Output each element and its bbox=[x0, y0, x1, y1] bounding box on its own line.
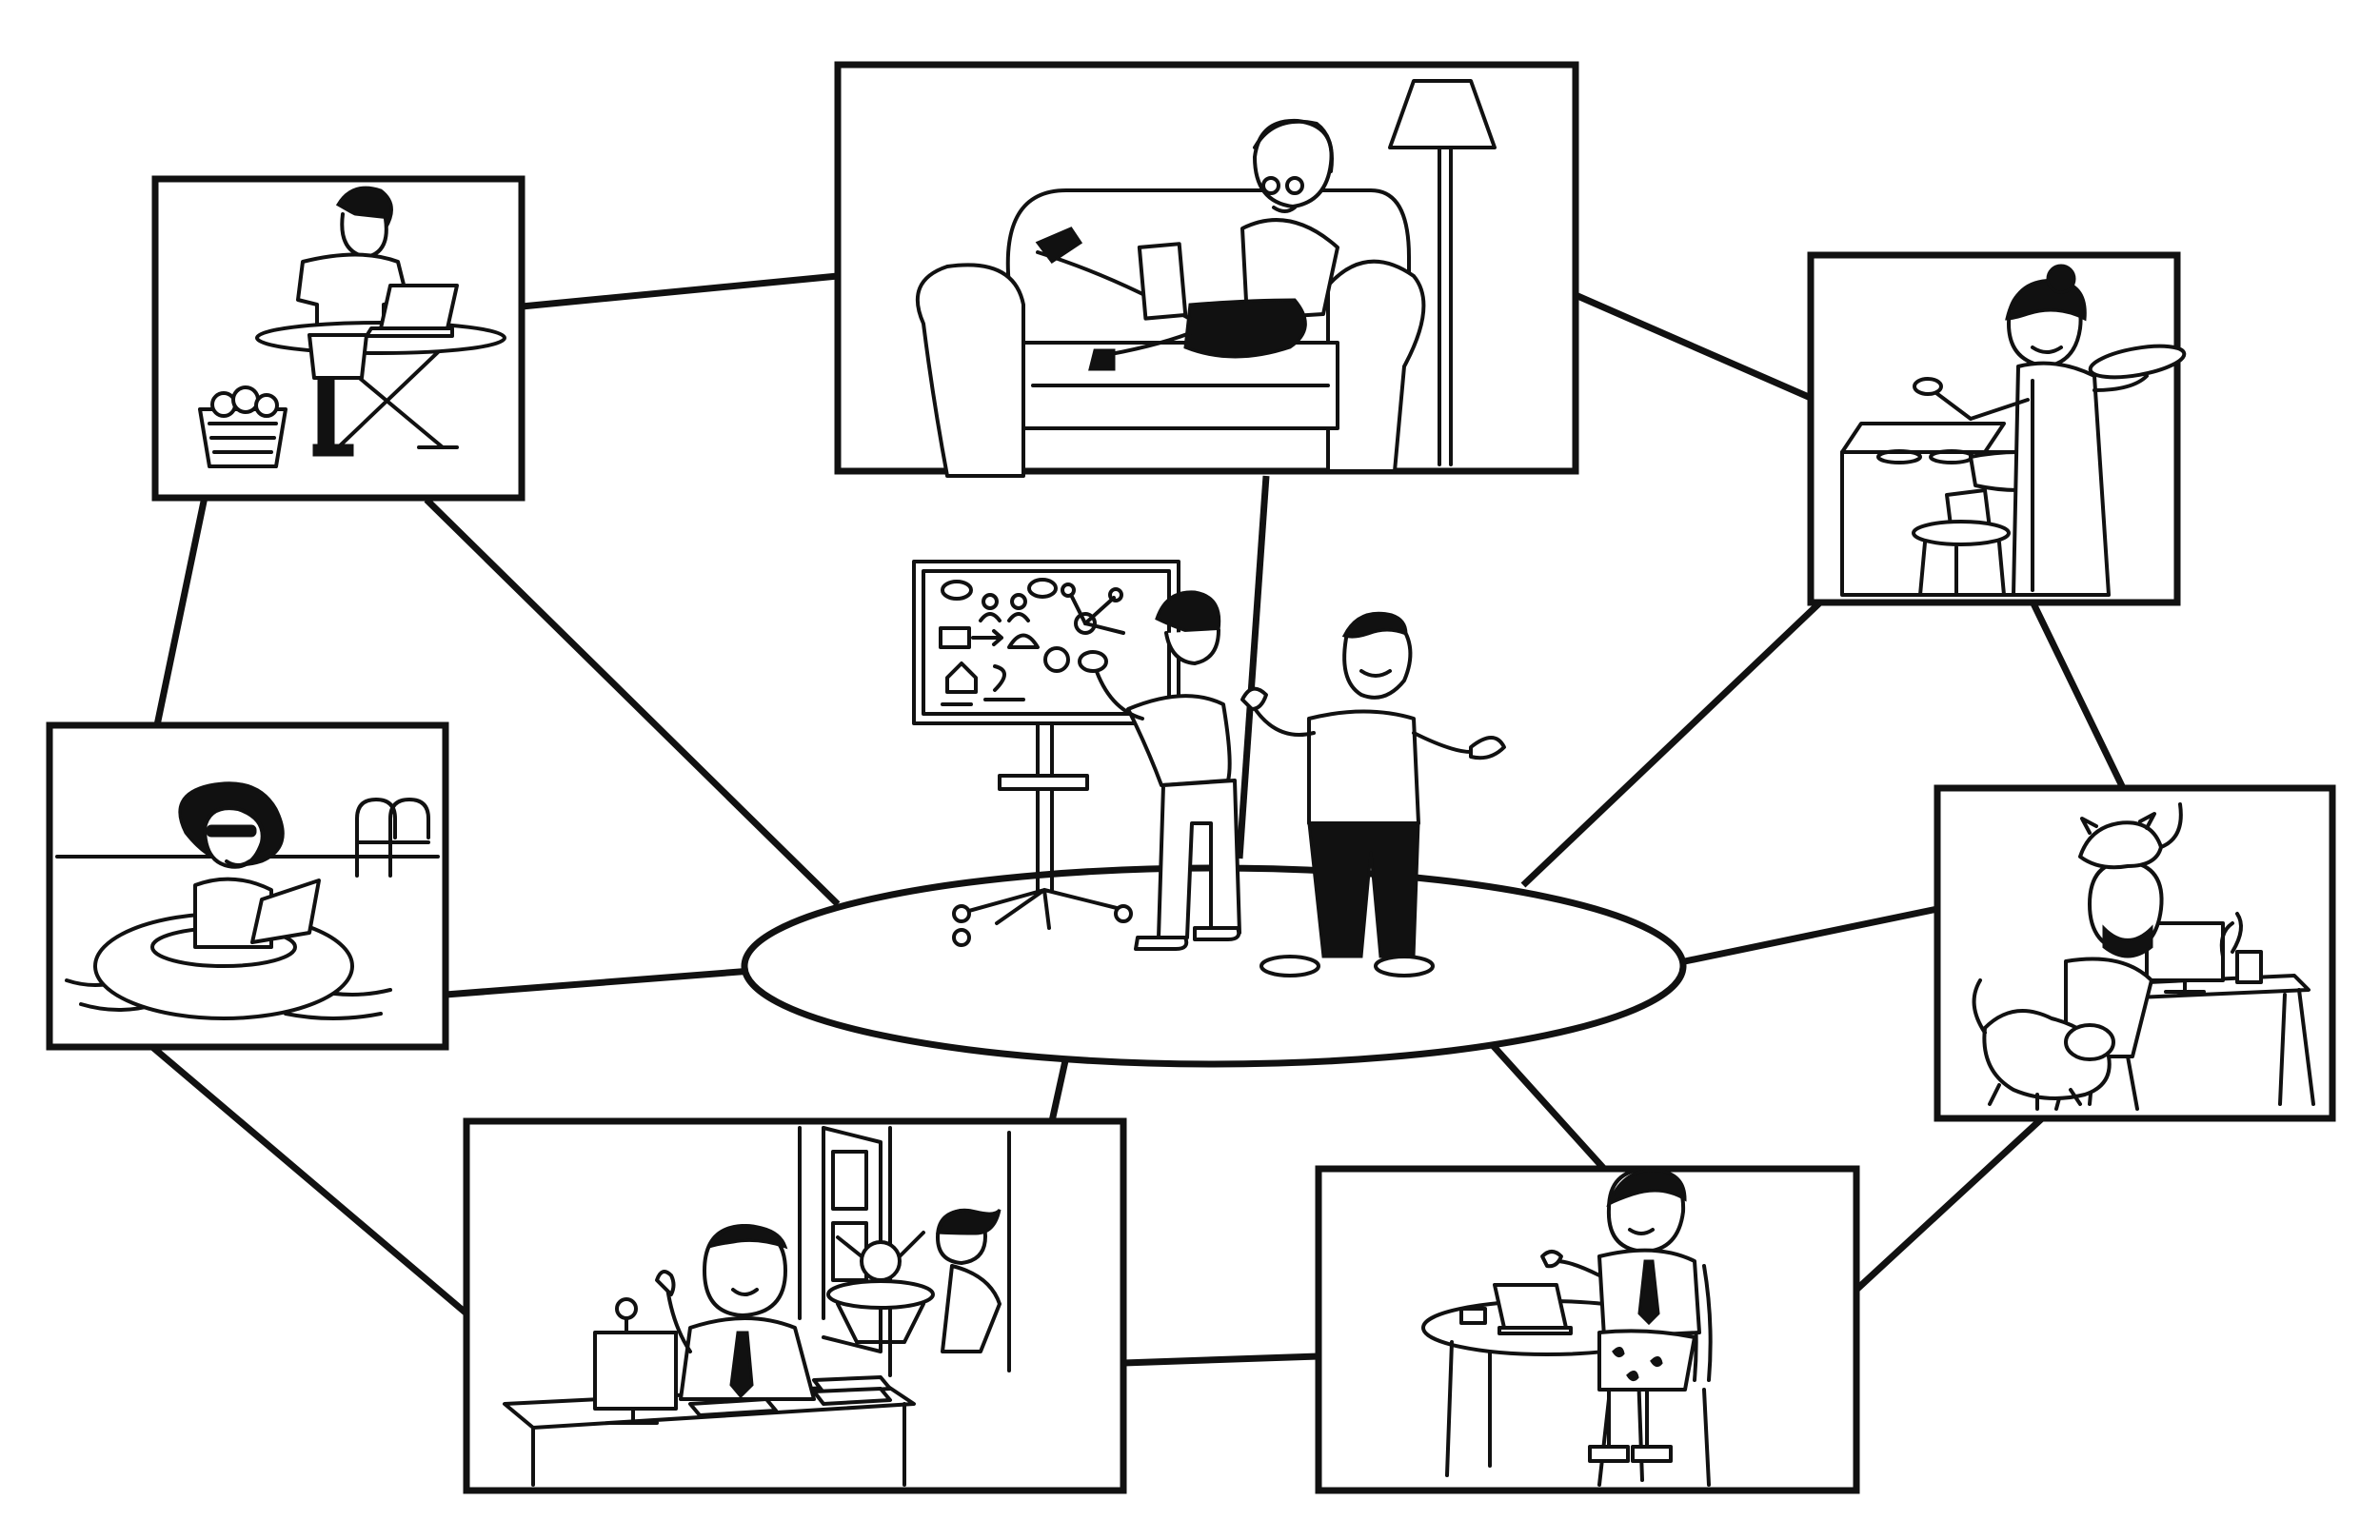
hub-stage bbox=[741, 560, 1687, 1068]
connector-kids-pool bbox=[149, 1044, 469, 1316]
couch-tablet-icon bbox=[915, 79, 1497, 478]
spoke-dining bbox=[1487, 1039, 1607, 1172]
panel-ironing bbox=[151, 175, 526, 502]
connector-pets-dining bbox=[1854, 1116, 2045, 1293]
panel-dining bbox=[1315, 1165, 1860, 1494]
connector-couch-cooking bbox=[1574, 291, 1813, 402]
spoke-kids bbox=[1048, 1056, 1070, 1122]
spoke-ironing bbox=[424, 497, 841, 907]
spoke-couch bbox=[1236, 475, 1270, 859]
presenter-drawing-icon bbox=[1078, 590, 1241, 951]
panel-pets bbox=[1934, 784, 2336, 1122]
connector-pool-ironing bbox=[153, 496, 208, 726]
presenter-gesturing-icon bbox=[1240, 611, 1506, 977]
panel-pool bbox=[46, 721, 449, 1051]
connector-cooking-pets bbox=[2029, 600, 2127, 790]
desk-cat-dog-icon bbox=[1972, 802, 2315, 1111]
panel-couch bbox=[834, 61, 1579, 478]
ironing-board-laptop-icon bbox=[198, 186, 506, 468]
panel-kids bbox=[463, 1117, 1127, 1494]
spoke-cooking bbox=[1520, 597, 1826, 888]
connector-lines bbox=[149, 272, 2127, 1367]
spoke-pets bbox=[1675, 905, 1938, 967]
panel-cooking bbox=[1807, 251, 2187, 606]
dining-table-boxers-icon bbox=[1421, 1167, 1713, 1487]
kitchen-cooking-tablet-icon bbox=[1840, 264, 2187, 597]
desk-kids-playing-icon bbox=[503, 1126, 1011, 1487]
spoke-pool bbox=[445, 967, 753, 998]
connector-dining-kids bbox=[1122, 1352, 1319, 1367]
pool-float-laptop-icon bbox=[55, 781, 440, 1020]
connector-ironing-couch bbox=[521, 272, 839, 310]
